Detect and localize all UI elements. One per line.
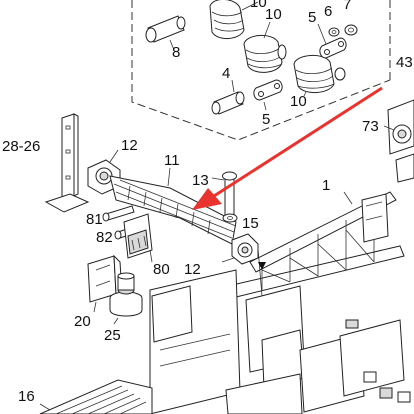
label-25: 25 [104, 327, 121, 344]
label-4: 4 [222, 65, 230, 82]
link-plate-part-5-upper [317, 23, 347, 59]
label-43: 43 [396, 54, 413, 71]
label-1: 1 [322, 177, 330, 194]
label-5-upper: 5 [308, 9, 316, 26]
washer-part-6 [328, 27, 340, 37]
label-11: 11 [164, 152, 180, 169]
label-6: 6 [324, 3, 332, 20]
bearing-part-12-right [221, 233, 259, 265]
label-5-lower: 5 [262, 111, 270, 128]
label-81: 81 [86, 211, 103, 228]
rubber-spring-part-10-top [209, 0, 259, 39]
label-20: 20 [74, 313, 91, 330]
bolt-part-8 [145, 15, 186, 51]
link-plate-part-5-lower [253, 79, 283, 111]
label-80: 80 [153, 261, 170, 278]
label-10-lower: 10 [290, 93, 307, 110]
washer-part-7 [344, 24, 358, 36]
label-28-26: 28-26 [2, 138, 40, 155]
label-16: 16 [18, 388, 35, 405]
bolt-part-81 [102, 205, 135, 222]
detail-inset-frame [131, 0, 391, 141]
label-12-left: 12 [121, 137, 138, 154]
label-8: 8 [172, 44, 180, 61]
part-labels: 10 7 10 5 6 8 43 4 10 5 73 28-26 12 11 1… [2, 0, 413, 405]
label-10-top: 10 [250, 0, 267, 11]
guard-part-16 [39, 379, 153, 414]
label-82: 82 [96, 229, 113, 246]
lower-frame-assembly [149, 247, 411, 414]
red-indicator-arrow [192, 86, 383, 210]
support-post-part-28-26 [44, 113, 90, 213]
bracket-part-80 [123, 213, 153, 263]
label-7: 7 [343, 0, 351, 13]
label-10-middle: 10 [265, 6, 282, 23]
pulley-part-25 [109, 272, 143, 325]
main-frame-part-1 [227, 191, 405, 299]
rubber-spring-part-10-lower [293, 55, 346, 97]
label-15: 15 [242, 215, 259, 232]
label-12-right: 12 [184, 261, 201, 278]
bolt-part-4 [211, 79, 245, 115]
label-73: 73 [362, 118, 379, 135]
rubber-spring-part-10-middle [243, 21, 287, 73]
hub-part-73 [383, 99, 414, 183]
bracket-part-20 [87, 254, 123, 313]
washer-part-15 [222, 213, 238, 223]
label-13: 13 [192, 172, 209, 189]
